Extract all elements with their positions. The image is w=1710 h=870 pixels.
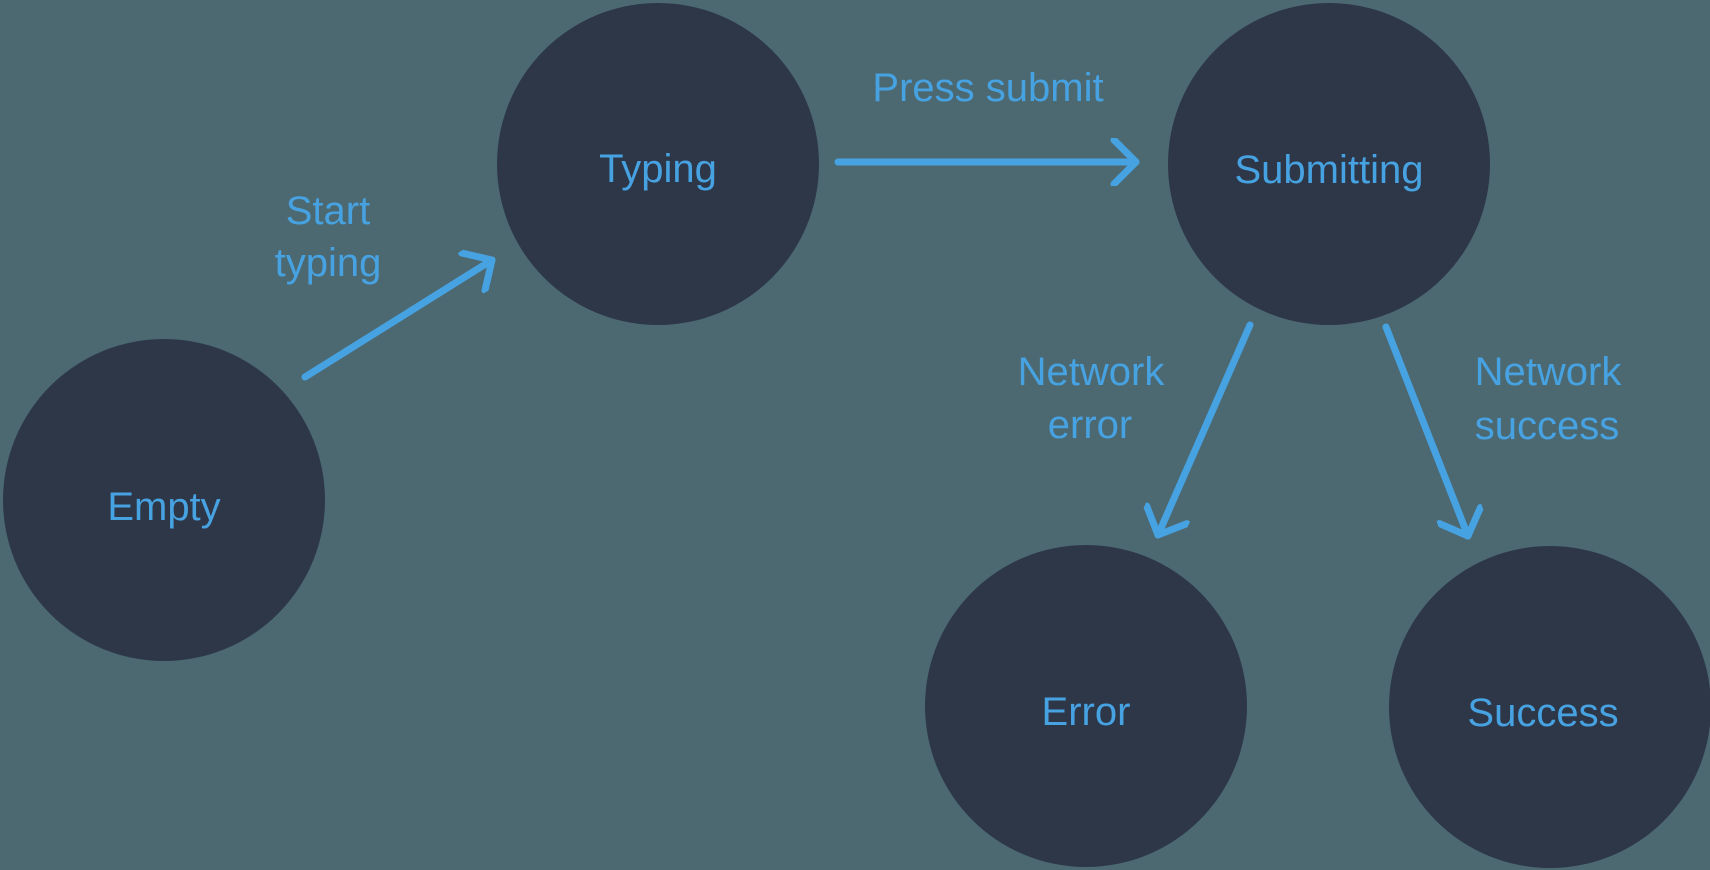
transition-label-network-success-line1: Network bbox=[1475, 350, 1623, 394]
state-label-success: Success bbox=[1467, 691, 1618, 735]
transition-label-press-submit: Press submit bbox=[872, 66, 1103, 110]
transition-label-start-typing-line1: Start bbox=[286, 189, 370, 233]
state-labels: Empty Typing Submitting Error Success bbox=[107, 147, 1618, 735]
state-node-empty bbox=[3, 339, 325, 661]
transition-arrows bbox=[301, 162, 1468, 540]
transition-label-start-typing-line2: typing bbox=[275, 241, 382, 285]
transition-label-network-error-line2: error bbox=[1048, 403, 1132, 447]
transition-arrow-submitting-to-error bbox=[1158, 321, 1254, 539]
state-label-typing: Typing bbox=[599, 147, 717, 191]
state-node-success bbox=[1389, 546, 1710, 868]
state-nodes bbox=[3, 3, 1710, 868]
state-label-empty: Empty bbox=[107, 485, 220, 529]
state-node-error bbox=[925, 545, 1247, 867]
state-node-typing bbox=[497, 3, 819, 325]
state-label-submitting: Submitting bbox=[1235, 148, 1424, 192]
transition-labels: Start typing Press submit Network error … bbox=[275, 66, 1623, 448]
transition-label-network-success-line2: success bbox=[1475, 404, 1620, 448]
transition-arrow-submitting-to-success bbox=[1382, 323, 1468, 540]
state-label-error: Error bbox=[1042, 690, 1131, 734]
transition-label-network-error-line1: Network bbox=[1018, 350, 1166, 394]
transition-arrow-empty-to-typing bbox=[301, 260, 496, 381]
state-node-submitting bbox=[1168, 3, 1490, 325]
